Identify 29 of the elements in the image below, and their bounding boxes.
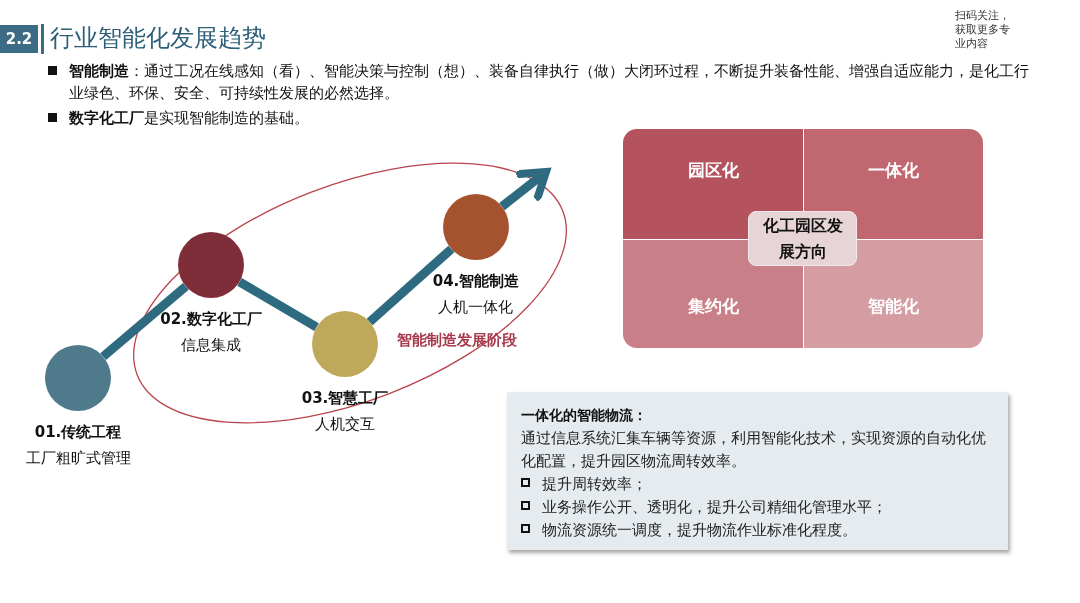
stage-title: 02.数字化工厂: [160, 309, 262, 330]
quadrant-label: 智能化: [868, 295, 919, 318]
bullet-text: 数字化工厂是实现智能制造的基础。: [69, 108, 309, 128]
trend-line: [237, 277, 319, 332]
trend-line: [366, 245, 455, 326]
stage-title: 01.传统工程: [34, 422, 122, 443]
info-heading: 一体化的智能物流：: [521, 406, 648, 425]
quadrant-label: 一体化: [868, 159, 919, 182]
stage-subtitle: 人机一体化: [438, 297, 514, 318]
info-item: 物流资源统一调度，提升物流作业标准化程度。: [542, 520, 857, 540]
trend-line: [100, 282, 189, 361]
stage-subtitle: 信息集成: [181, 335, 241, 356]
trend-line: [499, 168, 550, 211]
stage-label: 智能制造发展阶段: [397, 331, 517, 350]
stage-subtitle: 人机交互: [315, 414, 375, 435]
slide-title: 行业智能化发展趋势: [50, 23, 266, 54]
info-text: 通过信息系统汇集车辆等资源，利用智能化技术，实现资源的自动化优化配置，提升园区物流周转效率。: [521, 428, 987, 471]
center-label: 化工园区发展方向: [761, 214, 844, 263]
center-box: [748, 211, 857, 266]
info-item: 提升周转效率；: [542, 474, 647, 494]
stage-subtitle: 工厂粗旷式管理: [25, 448, 131, 469]
bullet-text: 智能制造：通过工况在线感知（看）、智能决策与控制（想）、装备自律执行（做）大闭环过程，不断提升装备性能、增强自适应能力，是化工行业绿色、环保、安全、可持续性发展的必然选择。: [69, 61, 1030, 103]
info-panel: [507, 392, 1008, 550]
info-item: 业务操作公开、透明化，提升公司精细化管理水平；: [542, 497, 887, 517]
quadrant-label: 园区化: [687, 159, 739, 182]
quadrant-label: 集约化: [687, 295, 739, 318]
section-number: 2.2: [0, 25, 38, 53]
qr-note: 扫码关注，获取更多专业内容: [955, 8, 1011, 50]
stage-title: 04.智能制造: [432, 271, 520, 292]
